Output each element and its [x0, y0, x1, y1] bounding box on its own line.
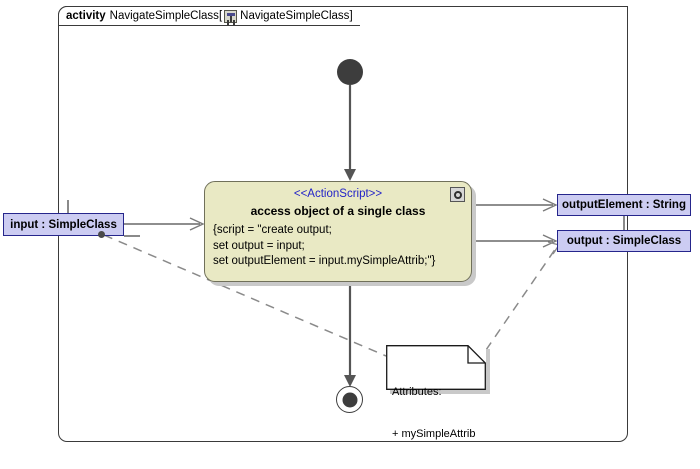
- frame-bracket-open: [: [218, 10, 223, 22]
- action-body: {script = "create output; set output = i…: [213, 223, 463, 270]
- action-body-line: set outputElement = input.mySimpleAttrib…: [213, 255, 436, 267]
- action-node[interactable]: <<ActionScript>> access object of a sing…: [204, 181, 472, 282]
- script-gear-icon[interactable]: [450, 187, 465, 202]
- pin-input[interactable]: input : SimpleClass: [3, 213, 124, 236]
- action-title: access object of a single class: [250, 204, 426, 218]
- pin-output-element[interactable]: outputElement : String: [557, 194, 691, 216]
- note-shape: [386, 345, 486, 390]
- frame-bracket-close: ]: [349, 10, 353, 22]
- frame-qualified-name: NavigateSimpleClass: [240, 10, 350, 22]
- initial-node[interactable]: [337, 59, 363, 85]
- frame-keyword: activity: [66, 10, 106, 22]
- action-stereotype: <<ActionScript>>: [293, 188, 383, 200]
- note-line-1: Attributes:: [392, 386, 442, 398]
- activity-frame-header[interactable]: activity NavigateSimpleClass [ NavigateS…: [58, 6, 360, 26]
- action-body-line: set output = input;: [213, 239, 305, 252]
- pin-output-element-label: outputElement : String: [562, 199, 686, 211]
- pin-input-label: input : SimpleClass: [10, 218, 117, 231]
- pin-output[interactable]: output : SimpleClass: [557, 230, 691, 252]
- frame-name: NavigateSimpleClass: [109, 10, 219, 22]
- note-text: Attributes: + mySimpleAttrib: [392, 357, 475, 469]
- note-attributes[interactable]: Attributes: + mySimpleAttrib: [386, 345, 486, 440]
- pin-input-anchor-dot: [98, 231, 105, 238]
- note-line-2: + mySimpleAttrib: [392, 428, 476, 440]
- action-body-line: {script = "create output;: [213, 224, 332, 236]
- activity-diagram-icon: [224, 9, 238, 23]
- diagram-canvas: activity NavigateSimpleClass [ NavigateS…: [0, 0, 700, 458]
- activity-final-node[interactable]: [336, 386, 363, 413]
- pin-output-label: output : SimpleClass: [566, 235, 682, 247]
